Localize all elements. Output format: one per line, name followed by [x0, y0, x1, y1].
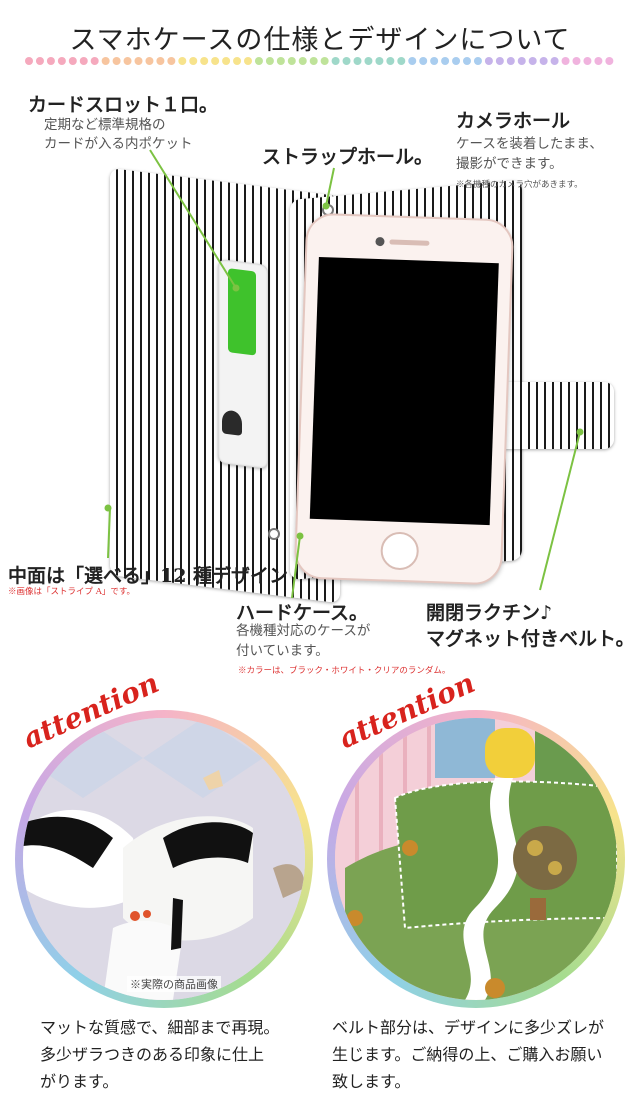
divider-dot — [331, 57, 340, 65]
strap-hole-lower-icon — [268, 528, 280, 540]
divider-dot — [375, 57, 384, 65]
divider-dot — [189, 57, 198, 65]
divider-dot — [594, 57, 603, 65]
divider-dot — [386, 57, 395, 65]
divider-dot — [517, 57, 526, 65]
camera-hole-desc-1: ケースを装着したまま、 — [456, 136, 603, 152]
divider-dot — [320, 57, 329, 65]
attention-left-text-2: 多少ザラつきのある印象に仕上 — [40, 1045, 265, 1064]
divider-dot — [233, 57, 242, 65]
strap-hole-heading: ストラップホール。 — [262, 146, 434, 168]
divider-dot — [46, 57, 55, 65]
camera-hole-heading: カメラホール — [456, 110, 571, 132]
divider-dot — [561, 57, 570, 65]
camera-hole-note: ※各機種のカメラ穴があきます。 — [456, 180, 583, 190]
attention-right-text-2: 生じます。ご納得の上、ご購入お願い — [332, 1045, 603, 1064]
magnetic-belt — [498, 382, 614, 449]
divider-dot — [419, 57, 428, 65]
divider-dot — [484, 57, 493, 65]
divider-dot — [408, 57, 417, 65]
divider-dot — [463, 57, 471, 65]
divider-dot — [364, 57, 373, 65]
divider-dot — [528, 57, 537, 65]
divider-dot — [298, 57, 307, 65]
attention-right-text-3: 致します。 — [332, 1072, 411, 1091]
divider-dot — [583, 57, 592, 65]
divider-dot — [265, 57, 274, 65]
divider-dot — [222, 57, 231, 65]
card-slot-heading: カードスロット１口。 — [28, 94, 219, 116]
divider-dot — [25, 57, 33, 65]
divider-dot — [495, 57, 504, 65]
matte-texture-illustration — [23, 718, 305, 1000]
divider-dot — [134, 57, 143, 65]
divider-dot — [200, 57, 209, 65]
divider-dot — [211, 57, 220, 65]
divider-dot — [90, 57, 99, 65]
attention-left-text-1: マットな質感で、細部まで再現。 — [40, 1018, 280, 1037]
belt-heading-1: 開閉ラクチン♪ — [426, 602, 553, 624]
divider-dot — [35, 57, 44, 65]
attention-right-text-1: ベルト部分は、デザインに多少ズレが — [332, 1018, 605, 1037]
divider-dot — [112, 57, 121, 65]
divider-dot — [430, 57, 439, 65]
divider-dot — [550, 57, 559, 65]
card-slot-desc-2: カードが入る内ポケット — [44, 136, 193, 152]
divider-dot — [506, 57, 515, 65]
divider-dot — [68, 57, 77, 65]
divider-dot — [572, 57, 581, 65]
divider-dot — [254, 57, 263, 65]
camera-hole-desc-2: 撮影ができます。 — [456, 156, 563, 172]
page-title: スマホケースの仕様とデザインについて — [69, 25, 571, 56]
attention-left-text-3: がります。 — [40, 1072, 119, 1091]
divider-dot — [145, 57, 154, 65]
divider-dot — [452, 57, 461, 65]
divider-dot — [441, 57, 450, 65]
divider-dot — [397, 57, 406, 65]
divider-dot — [539, 57, 548, 65]
divider-dot — [156, 57, 165, 65]
inner-design-note: ※画像は「ストライプ A」です。 — [8, 587, 135, 597]
belt-design-illustration — [335, 718, 617, 1000]
divider-dot — [605, 57, 614, 65]
divider-dot — [244, 57, 252, 65]
leader-lines — [104, 149, 584, 599]
actual-product-caption: ※実際の商品画像 — [127, 976, 221, 992]
hard-case-desc-2: 付いています。 — [236, 643, 329, 659]
attention-right-photo — [335, 718, 617, 1000]
divider-dot — [79, 57, 88, 65]
divider-dot — [101, 57, 110, 65]
divider-dot — [287, 57, 296, 65]
hard-case-note: ※カラーは、ブラック・ホワイト・クリアのランダム。 — [238, 666, 451, 676]
rainbow-dot-divider — [25, 57, 614, 65]
divider-dot — [309, 57, 318, 65]
card-slot-desc-1: 定期など標準規格の — [44, 117, 166, 133]
divider-dot — [167, 57, 176, 65]
divider-dot — [57, 57, 66, 65]
attention-left-photo: ※実際の商品画像 — [23, 718, 305, 1000]
inner-design-heading: 中面は「選べる」12 種デザイン — [8, 565, 289, 587]
divider-dot — [342, 57, 351, 65]
divider-dot — [178, 57, 187, 65]
divider-dot — [276, 57, 285, 65]
divider-dot — [123, 57, 132, 65]
divider-dot — [353, 57, 362, 65]
hard-case-heading: ハードケース。 — [236, 602, 369, 624]
belt-heading-2: マグネット付きベルト。 — [426, 628, 635, 650]
hard-case-desc-1: 各機種対応のケースが — [236, 623, 371, 639]
divider-dot — [473, 57, 482, 65]
